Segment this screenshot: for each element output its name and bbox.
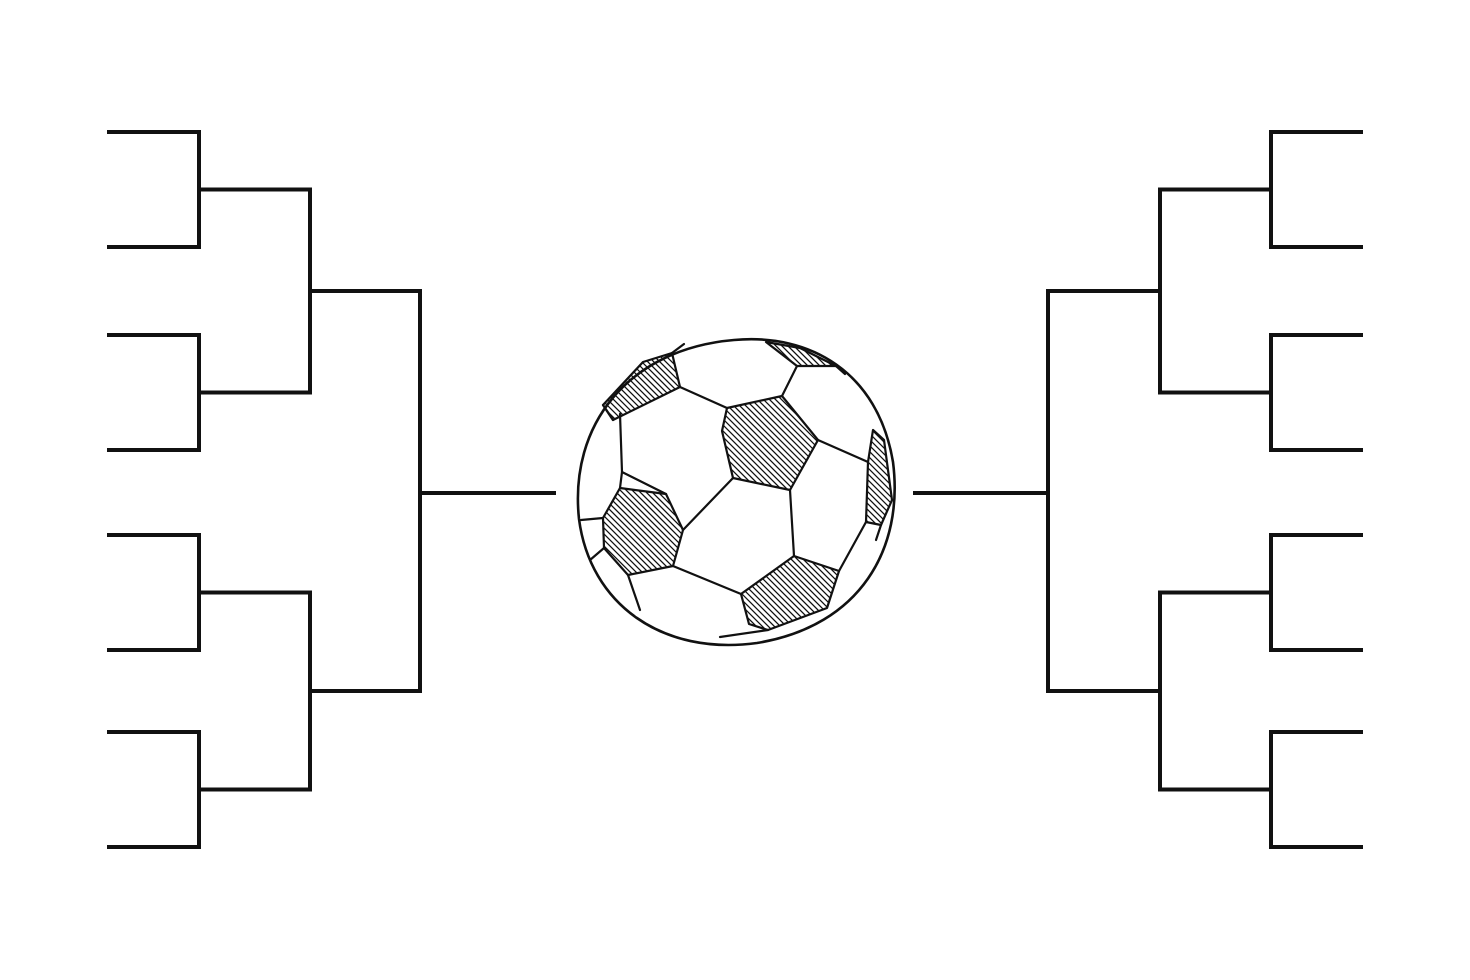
right-round2-match-1 — [1160, 190, 1271, 393]
left-bracket — [107, 132, 420, 847]
left-round2-match-1 — [199, 190, 310, 393]
left-round1-match-3 — [107, 535, 199, 650]
right-bracket — [1048, 132, 1363, 847]
ball-outline — [578, 339, 895, 645]
right-round1-match-4 — [1271, 732, 1363, 847]
left-round1-match-4 — [107, 732, 199, 847]
right-semifinal-match — [1048, 291, 1160, 691]
right-round1-match-2 — [1271, 335, 1363, 450]
left-round1-match-1 — [107, 132, 199, 247]
soccer-ball-icon — [160, 330, 1288, 660]
left-semifinal-match — [310, 291, 420, 691]
left-round1-match-2 — [107, 335, 199, 450]
left-round2-match-2 — [199, 593, 310, 790]
right-round1-match-1 — [1271, 132, 1363, 247]
right-round2-match-2 — [1160, 593, 1271, 790]
right-round1-match-3 — [1271, 535, 1363, 650]
